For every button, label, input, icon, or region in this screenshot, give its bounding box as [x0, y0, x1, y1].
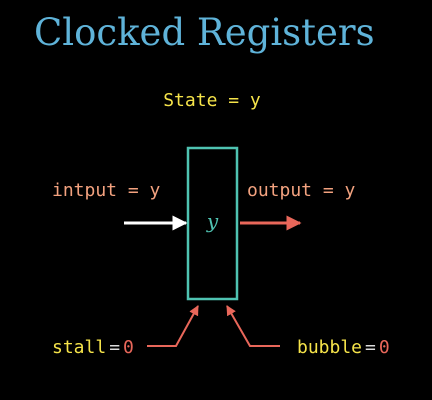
stall-arrow	[147, 305, 199, 347]
register-label: y	[206, 209, 219, 233]
bubble-name: bubble	[297, 337, 362, 358]
output-label: output = y	[247, 180, 356, 201]
bubble-label: bubble=0	[297, 337, 390, 358]
stall-label: stall=0	[52, 337, 134, 358]
state-label: State = y	[163, 90, 261, 111]
slide-title: Clocked Registers	[34, 11, 375, 54]
bubble-equals: =	[365, 337, 376, 358]
stall-name: stall	[52, 337, 106, 358]
bubble-arrow	[226, 305, 280, 347]
bubble-value: 0	[379, 337, 390, 358]
stall-value: 0	[123, 337, 134, 358]
register-box	[186, 146, 239, 301]
input-label: intput = y	[52, 180, 161, 201]
stall-equals: =	[109, 337, 120, 358]
